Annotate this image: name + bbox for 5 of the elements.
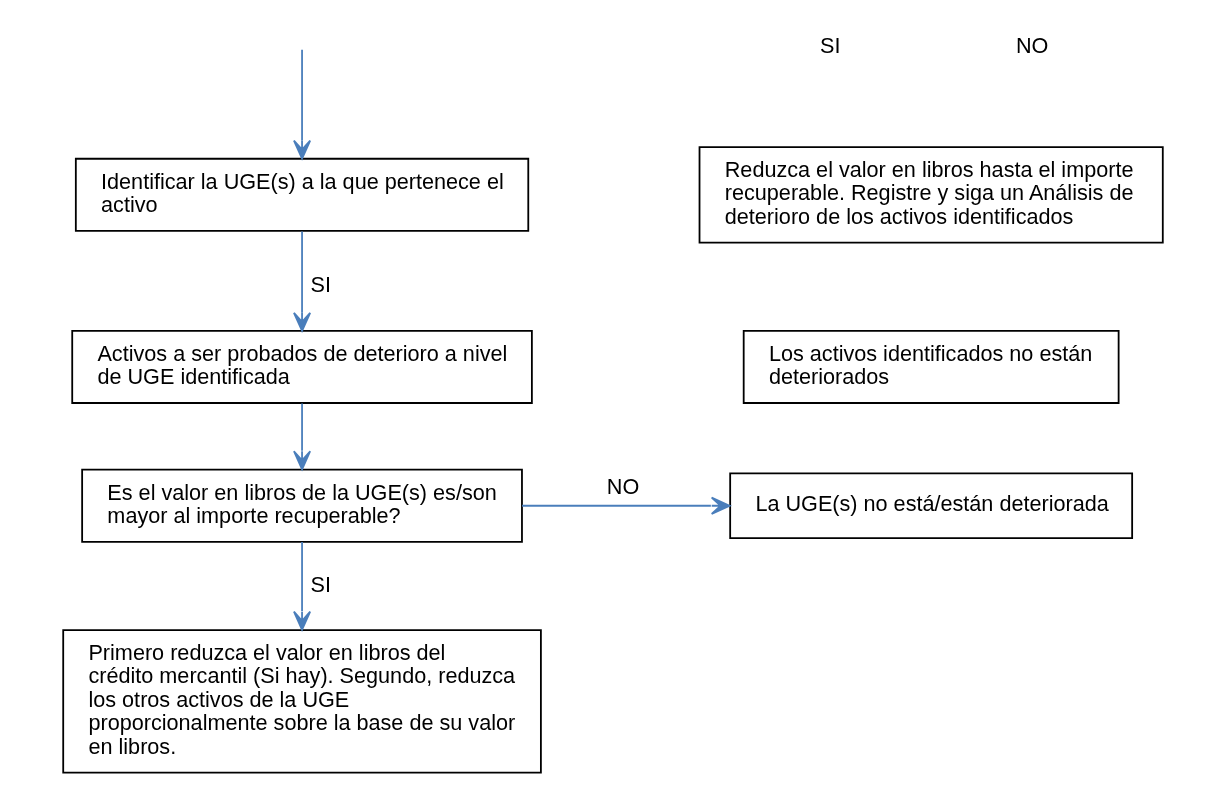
edge-label: SI: [309, 571, 331, 597]
edge-label: SI: [309, 272, 331, 298]
label: SI: [819, 33, 840, 59]
label: NO: [1015, 33, 1048, 59]
edge-label: NO: [606, 474, 639, 500]
